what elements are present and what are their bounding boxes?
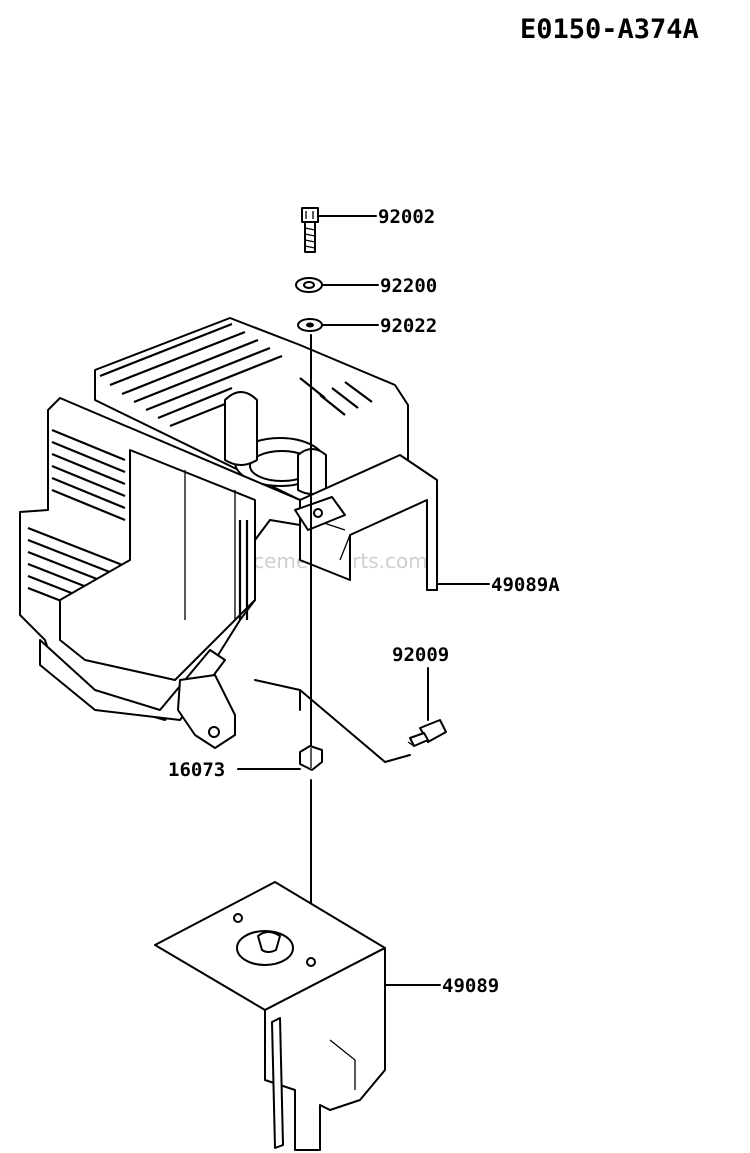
- part-label-92002[interactable]: 92002: [378, 206, 435, 228]
- cylinder-cover-49089a-icon[interactable]: [19, 317, 438, 763]
- lock-washer-92022-icon[interactable]: [297, 318, 323, 332]
- cover-plate-49089-icon[interactable]: [154, 881, 386, 1151]
- part-label-92009[interactable]: 92009: [392, 644, 449, 666]
- part-label-49089a[interactable]: 49089A: [491, 574, 560, 596]
- bolt-92009-icon[interactable]: [407, 719, 447, 747]
- bolt-92002-icon[interactable]: [301, 207, 319, 253]
- washer-92200-icon[interactable]: [295, 277, 323, 293]
- part-label-92022[interactable]: 92022: [380, 315, 437, 337]
- diagram-code: E0150-A374A: [520, 14, 699, 45]
- part-label-92200[interactable]: 92200: [380, 275, 437, 297]
- nut-16073-icon[interactable]: [299, 745, 323, 771]
- part-label-16073[interactable]: 16073: [168, 759, 225, 781]
- part-label-49089[interactable]: 49089: [442, 975, 499, 997]
